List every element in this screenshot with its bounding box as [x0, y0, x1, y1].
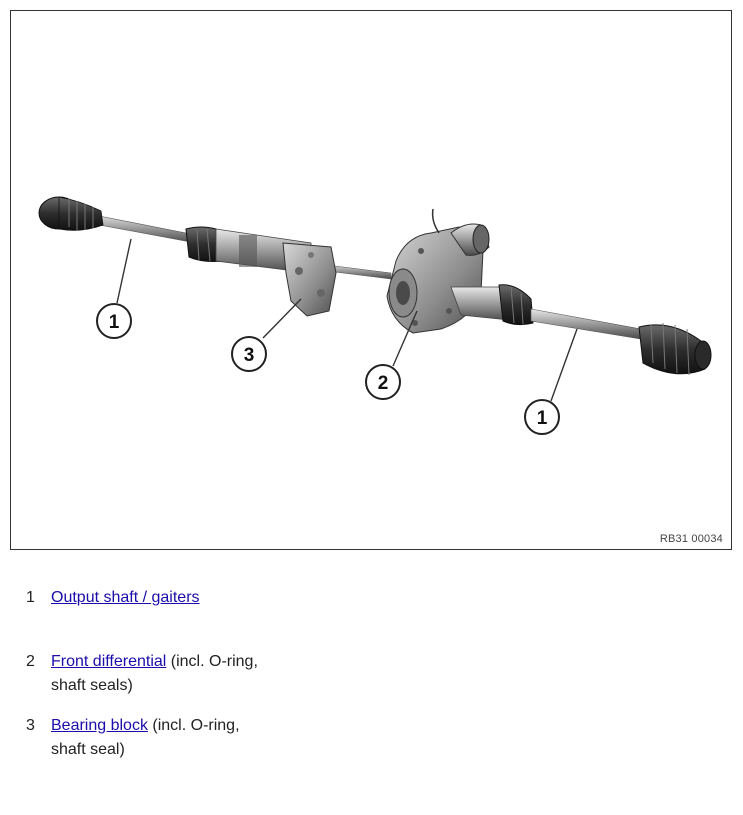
front-differential-link[interactable]: Front differential [51, 653, 167, 670]
callout-leaders [116, 238, 578, 402]
right-output-shaft [450, 284, 712, 376]
svg-text:1: 1 [537, 408, 548, 429]
bearing-block-link[interactable]: Bearing block [51, 717, 148, 734]
drive-shaft-illustration: 1 3 2 1 [38, 196, 712, 435]
callout-1-left: 1 [96, 303, 132, 339]
bearing-block [282, 242, 337, 317]
callout-1-right: 1 [524, 399, 560, 435]
figure-reference-code: RB31 00034 [659, 533, 723, 545]
left-output-shaft [38, 196, 224, 262]
svg-text:3: 3 [244, 345, 255, 366]
legend-number: 1 [26, 589, 35, 606]
svg-text:1: 1 [109, 312, 120, 333]
exploded-diagram-frame: 1 3 2 1 RB31 00034 [10, 10, 732, 550]
svg-text:2: 2 [378, 373, 389, 394]
callout-3: 3 [231, 336, 267, 372]
output-shaft-link[interactable]: Output shaft / gaiters [51, 589, 200, 606]
legend-number: 3 [26, 717, 35, 734]
legend-number: 2 [26, 653, 35, 670]
callout-2: 2 [365, 364, 401, 400]
